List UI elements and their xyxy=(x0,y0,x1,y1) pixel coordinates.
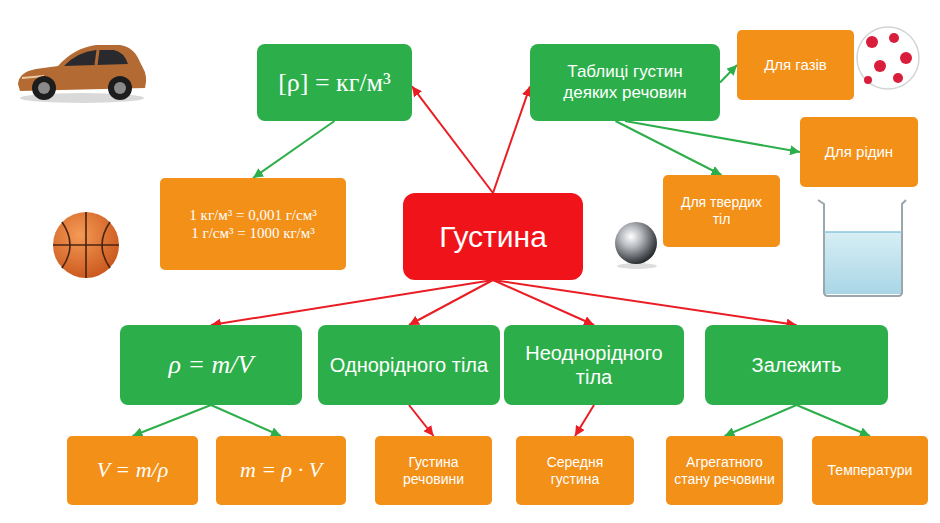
node-text: Густина xyxy=(439,219,547,255)
steel-ball-picture xyxy=(615,222,657,269)
arrow-connector xyxy=(493,280,797,325)
beaker-picture xyxy=(818,200,906,296)
node-text: Середня густина xyxy=(524,454,626,488)
node-text: Неоднорідного тіла xyxy=(512,341,676,389)
arrow-connector xyxy=(797,405,871,436)
node-text: Для твердих тіл xyxy=(671,194,772,228)
node-text: Густина речовини xyxy=(383,454,484,488)
car-picture xyxy=(18,45,146,103)
arrow-connector xyxy=(211,405,281,436)
node-text: Однорідного тіла xyxy=(330,353,488,377)
arrow-connector xyxy=(253,121,335,178)
formula-box: m = ρ · V xyxy=(216,436,346,505)
arrow-connector xyxy=(725,405,797,436)
sub-topic-box: Агрегатного стану речовини xyxy=(666,436,783,505)
unit-box: [ρ] = кг/м³ xyxy=(257,44,412,121)
basketball-picture xyxy=(53,212,119,278)
arrow-connector xyxy=(720,65,737,83)
topic-box: Таблиці густин деяких речовин xyxy=(530,44,720,121)
node-text: m = ρ · V xyxy=(240,457,322,483)
arrow-connector xyxy=(133,405,212,436)
arrow-connector xyxy=(409,280,493,325)
gas-particles-picture xyxy=(857,27,919,89)
arrow-connector xyxy=(616,121,722,175)
arrow-connector xyxy=(412,86,493,193)
node-text: 1 г/см³ = 1000 кг/м³ xyxy=(191,224,315,242)
node-text: V = m/ρ xyxy=(97,457,168,483)
conversion-box: 1 кг/м³ = 0,001 г/см³1 г/см³ = 1000 кг/м… xyxy=(160,178,346,270)
sub-topic-box: Густина речовини xyxy=(375,436,492,505)
formula-box: V = m/ρ xyxy=(67,436,198,505)
node-text: Залежить xyxy=(752,353,842,377)
arrow-connector xyxy=(575,405,594,436)
node-text: Для газів xyxy=(764,56,827,74)
node-text: ρ = m/V xyxy=(169,349,254,380)
arrow-connector xyxy=(493,86,530,193)
sub-topic-box: Для твердих тіл xyxy=(663,175,780,247)
node-text: Агрегатного стану речовини xyxy=(674,454,775,488)
node-text: Для рідин xyxy=(825,143,893,161)
topic-box: Неоднорідного тіла xyxy=(504,325,684,405)
node-text: Температури xyxy=(828,462,913,479)
sub-topic-box: Середня густина xyxy=(516,436,634,505)
node-text: 1 кг/м³ = 0,001 г/см³ xyxy=(189,206,316,224)
sub-topic-box: Для газів xyxy=(737,30,854,100)
arrow-connector xyxy=(625,121,800,152)
arrow-connector xyxy=(409,405,434,436)
node-text: Таблиці густин деяких речовин xyxy=(538,62,712,103)
node-text: [ρ] = кг/м³ xyxy=(278,67,391,98)
topic-box: Однорідного тіла xyxy=(318,325,500,405)
sub-topic-box: Для рідин xyxy=(800,117,918,187)
formula-box: ρ = m/V xyxy=(120,325,302,405)
arrow-connector xyxy=(211,280,493,325)
central-box: Густина xyxy=(403,193,583,280)
sub-topic-box: Температури xyxy=(812,436,928,505)
topic-box: Залежить xyxy=(705,325,888,405)
